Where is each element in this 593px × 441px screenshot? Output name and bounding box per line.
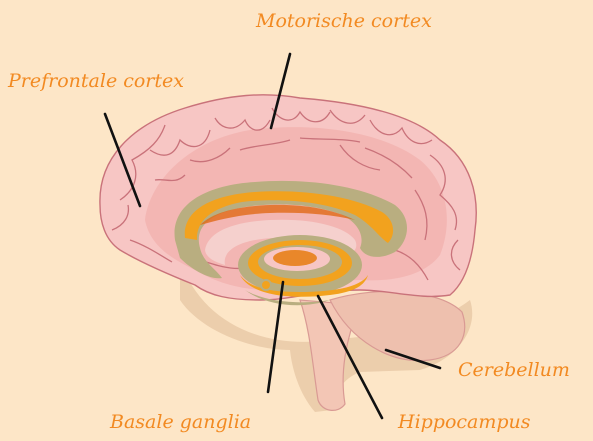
label-motor-cortex: Motorische cortex [256, 12, 432, 31]
label-prefrontal-cortex: Prefrontale cortex [8, 72, 184, 91]
label-cerebellum: Cerebellum [458, 361, 570, 380]
label-hippocampus: Hippocampus [398, 413, 531, 432]
label-basal-ganglia: Basale ganglia [110, 413, 251, 432]
